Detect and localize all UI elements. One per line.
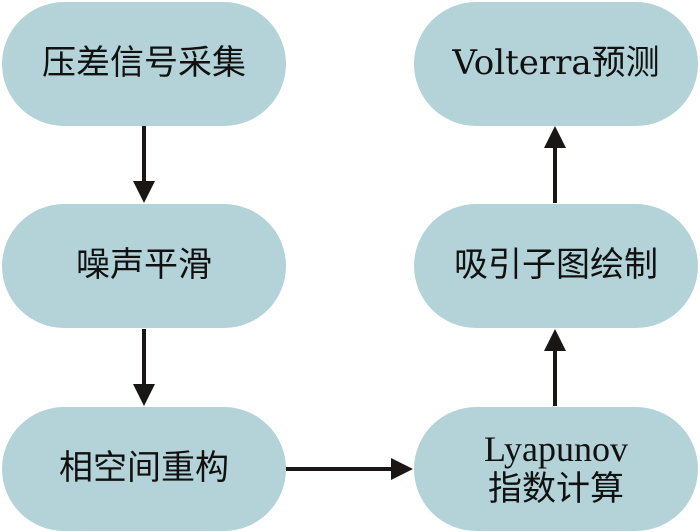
node-pressure-signal-acquisition: 压差信号采集 [2,2,286,126]
node-label-line-2: 指数计算 [488,469,624,510]
node-label: Volterra预测 [452,43,660,84]
node-label-line-1: Lyapunov [484,428,628,469]
node-noise-smoothing: 噪声平滑 [2,204,286,328]
node-attractor-plotting: 吸引子图绘制 [414,204,698,328]
node-label: 吸引子图绘制 [454,245,658,286]
arrow-head [544,329,566,351]
arrow-attractor-to-volterra [544,126,566,203]
node-label: 压差信号采集 [42,43,246,84]
node-phase-space-reconstruction: 相空间重构 [2,407,286,531]
arrow-smoothing-to-reconstruction [133,329,155,406]
arrow-head [544,126,566,148]
arrow-acquisition-to-smoothing [133,126,155,203]
arrow-lyapunov-to-attractor [544,329,566,406]
node-volterra-prediction: Volterra预测 [414,2,698,126]
node-lyapunov-exponent: Lyapunov 指数计算 [414,407,698,531]
node-label: 相空间重构 [59,448,229,489]
arrow-reconstruction-to-lyapunov [286,458,413,480]
arrow-head [133,181,155,203]
node-label: 噪声平滑 [76,245,212,286]
arrow-head [391,458,413,480]
arrow-head [133,384,155,406]
